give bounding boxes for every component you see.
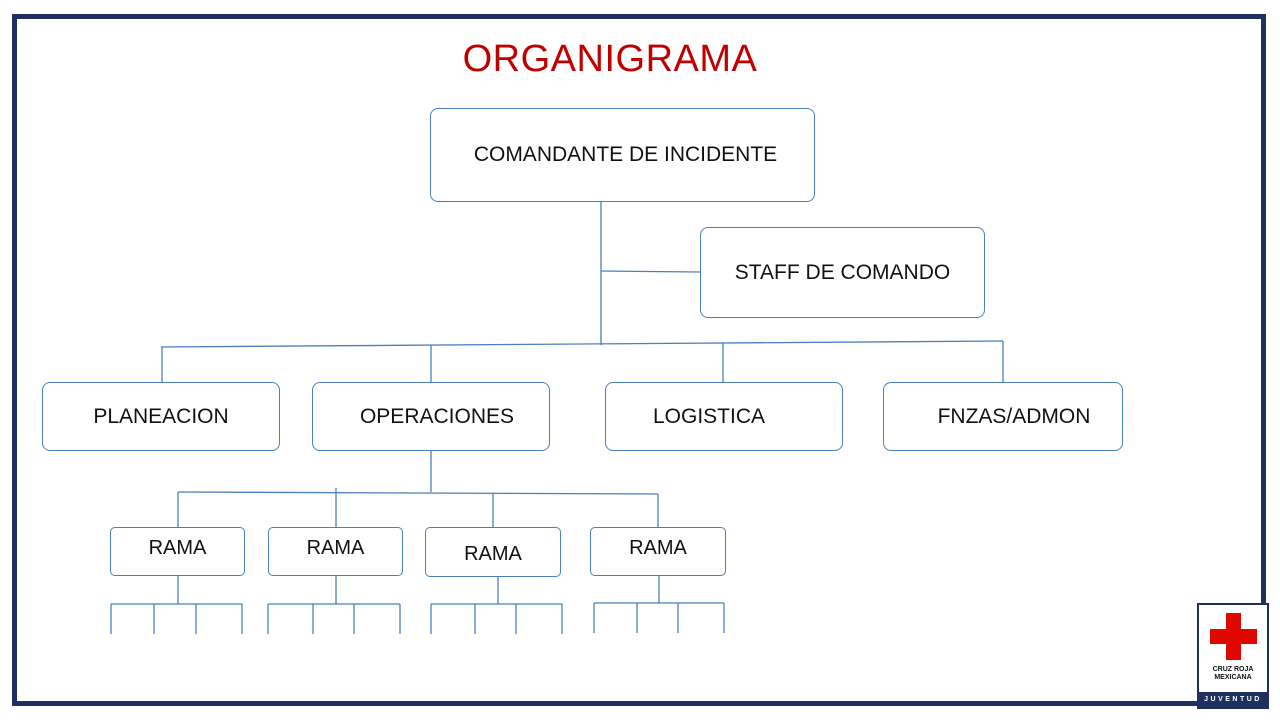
section-label: LOGISTICA <box>652 404 766 428</box>
branch-node: RAMA <box>110 527 245 576</box>
branch-label: RAMA <box>629 537 687 559</box>
branch-label: RAMA <box>306 537 365 559</box>
branch-label: RAMA <box>148 537 207 559</box>
logo-org-name: CRUZ ROJA MEXICANA <box>1212 666 1254 681</box>
commander-label: COMANDANTE DE INCIDENTE <box>473 143 778 166</box>
section-label: FNZAS/ADMON <box>937 404 1091 428</box>
logo-band: JUVENTUD <box>1199 692 1267 707</box>
branch-node: RAMA <box>268 527 403 576</box>
section-label: OPERACIONES <box>359 404 515 428</box>
section-node-logistica: LOGISTICA <box>605 382 843 451</box>
section-node-fnzas-admon: FNZAS/ADMON <box>883 382 1123 451</box>
branch-node: RAMA <box>425 527 561 577</box>
section-node-operaciones: OPERACIONES <box>312 382 550 451</box>
section-label: PLANEACION <box>93 404 229 428</box>
cruz-roja-logo: CRUZ ROJA MEXICANA JUVENTUD <box>1197 603 1269 709</box>
branch-node: RAMA <box>590 527 726 576</box>
commander-node: COMANDANTE DE INCIDENTE <box>430 108 815 202</box>
staff-label: STAFF DE COMANDO <box>734 260 951 284</box>
section-node-planeacion: PLANEACION <box>42 382 280 451</box>
staff-node: STAFF DE COMANDO <box>700 227 985 318</box>
page-title: ORGANIGRAMA <box>462 38 758 80</box>
branch-label: RAMA <box>464 542 522 565</box>
